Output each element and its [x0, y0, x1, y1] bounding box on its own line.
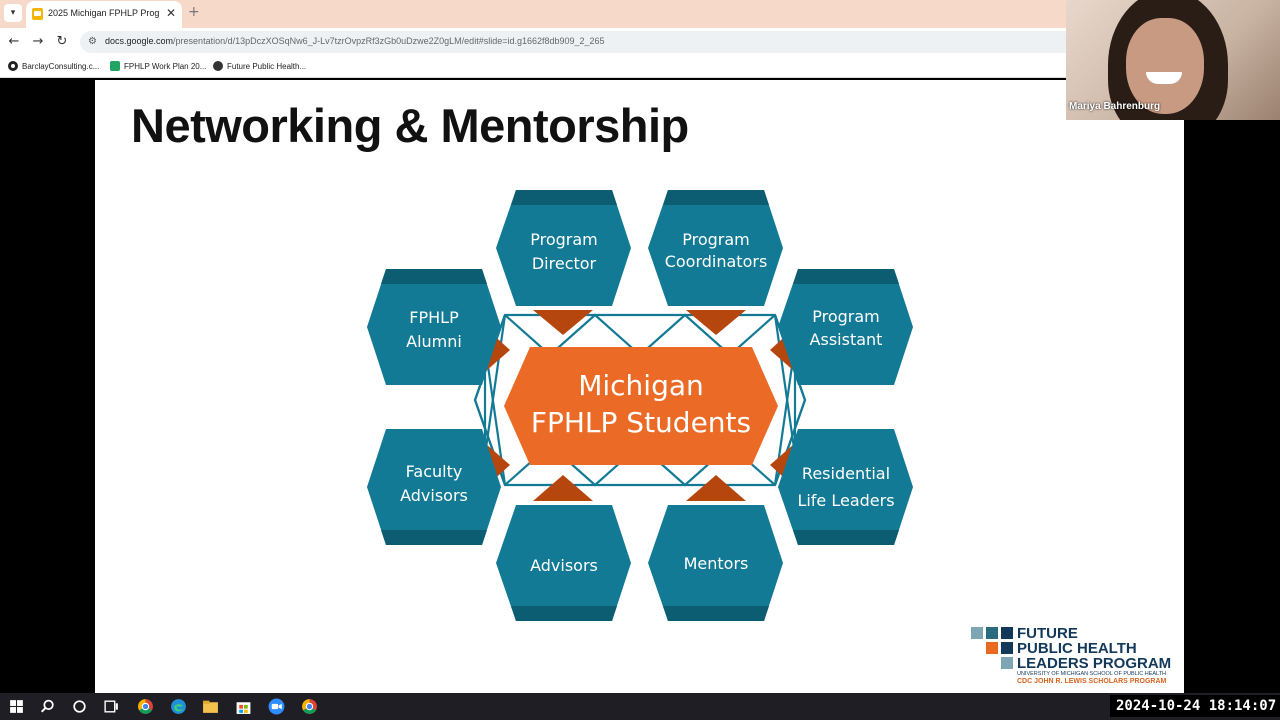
recording-timestamp: 2024-10-24 18:14:07	[1110, 695, 1280, 717]
hex-advisors: Advisors	[496, 505, 631, 621]
webcam-video[interactable]: Mariya Bahrenburg	[1066, 0, 1280, 120]
zoom-icon[interactable]	[268, 698, 285, 715]
site-info-icon[interactable]: ⚙	[88, 36, 97, 47]
circle-icon	[8, 61, 18, 71]
presentation-viewport: Networking & Mentorship	[0, 80, 1280, 693]
url-host: docs.google.com	[105, 36, 174, 46]
triangle-program-director	[533, 310, 593, 335]
windows-taskbar	[0, 693, 1280, 720]
participant-smile	[1146, 72, 1182, 84]
hex-label-line2: Coordinators	[665, 252, 768, 271]
participant-name: Mariya Bahrenburg	[1069, 101, 1161, 112]
hex-label-line2: Director	[532, 254, 597, 273]
url-path: /presentation/d/13pDczXOSqNw6_J-Lv7tzrOv…	[173, 36, 605, 46]
globe-icon	[213, 61, 223, 71]
hex-label-line1: Faculty	[406, 462, 463, 481]
slides-favicon-icon	[32, 8, 43, 20]
address-bar[interactable]: ⚙ docs.google.com/presentation/d/13pDczX…	[80, 31, 1066, 53]
triangle-advisors	[533, 475, 593, 501]
slide: Networking & Mentorship	[95, 80, 1184, 693]
search-icon[interactable]	[39, 698, 56, 715]
fphlp-logo: FUTURE PUBLIC HEALTH LEADERS PROGRAM UNI…	[971, 625, 1181, 689]
logo-line2: PUBLIC HEALTH	[1017, 640, 1137, 657]
chrome-icon[interactable]	[137, 698, 154, 715]
url-text: docs.google.com/presentation/d/13pDczXOS…	[105, 36, 605, 46]
hex-label-line1: Residential	[802, 464, 890, 483]
hex-label-line1: Program	[530, 230, 598, 249]
participant-face	[1126, 18, 1204, 114]
bookmark-fphlp-work-plan[interactable]: FPHLP Work Plan 20...	[110, 61, 206, 73]
triangle-mentors	[686, 475, 746, 501]
reload-icon[interactable]: ↻	[56, 34, 68, 49]
network-diagram: Michigan FPHLP Students Program Director…	[367, 190, 913, 621]
logo-line1: FUTURE	[1017, 625, 1078, 642]
tab-close-icon[interactable]: ✕	[166, 6, 177, 20]
hex-label-line1: FPHLP	[409, 308, 459, 327]
file-explorer-icon[interactable]	[202, 698, 219, 715]
hex-program-director: Program Director	[496, 190, 631, 306]
bookmark-label: FPHLP Work Plan 20...	[124, 62, 207, 71]
slide-title: Networking & Mentorship	[131, 99, 689, 152]
hex-label: Mentors	[684, 554, 749, 573]
tab-search-chevron-icon[interactable]: ▾	[4, 4, 22, 22]
logo-subtitle: UNIVERSITY OF MICHIGAN SCHOOL OF PUBLIC …	[1017, 671, 1167, 677]
triangle-program-coordinators	[686, 310, 746, 335]
hex-label-line2: Assistant	[810, 330, 883, 349]
edge-icon[interactable]	[170, 698, 187, 715]
task-view-icon[interactable]	[103, 698, 120, 715]
tab-title: 2025 Michigan FPHLP Program	[48, 8, 160, 18]
cortana-icon[interactable]	[71, 698, 88, 715]
logo-squares-icon	[971, 627, 1019, 673]
forward-arrow-icon[interactable]: →	[32, 34, 44, 49]
bookmark-future-public-health[interactable]: Future Public Health...	[213, 61, 306, 73]
browser-toolbar: ← → ↻ ⚙ docs.google.com/presentation/d/1…	[0, 28, 1066, 56]
hex-faculty-advisors: Faculty Advisors	[367, 429, 501, 545]
hex-label-line1: Program	[682, 230, 750, 249]
store-icon[interactable]	[235, 698, 252, 715]
hex-label-line2: Advisors	[400, 486, 468, 505]
hex-residential-life-leaders: Residential Life Leaders	[778, 429, 913, 545]
windows-start-icon[interactable]	[8, 698, 25, 715]
new-tab-plus-icon[interactable]: +	[188, 4, 200, 20]
bookmark-barclay[interactable]: BarclayConsulting.c...	[8, 61, 99, 73]
hex-label-line1: Program	[812, 307, 880, 326]
logo-line3: LEADERS PROGRAM	[1017, 655, 1172, 672]
bookmarks-bar: BarclayConsulting.c... FPHLP Work Plan 2…	[0, 56, 1066, 78]
hex-mentors: Mentors	[648, 505, 783, 621]
center-hexagon	[504, 347, 778, 465]
bookmark-label: Future Public Health...	[227, 62, 307, 71]
bookmark-label: BarclayConsulting.c...	[22, 62, 100, 71]
back-arrow-icon[interactable]: ←	[8, 34, 20, 49]
hex-program-assistant: Program Assistant	[778, 269, 913, 385]
hex-fphlp-alumni: FPHLP Alumni	[367, 269, 501, 385]
logo-subtitle2: CDC JOHN R. LEWIS SCHOLARS PROGRAM	[1017, 678, 1167, 685]
hex-label: Advisors	[530, 556, 598, 575]
hex-label-line2: Life Leaders	[797, 491, 894, 510]
sheets-icon	[110, 61, 120, 71]
tab-active[interactable]: 2025 Michigan FPHLP Program ✕	[26, 1, 182, 28]
center-label-line2: FPHLP Students	[531, 406, 751, 439]
hex-program-coordinators: Program Coordinators	[648, 190, 783, 306]
center-label-line1: Michigan	[578, 369, 704, 402]
hex-label-line2: Alumni	[406, 332, 462, 351]
tab-bar: ▾ 2025 Michigan FPHLP Program ✕ +	[0, 0, 1066, 28]
chrome-active-icon[interactable]	[301, 698, 318, 715]
